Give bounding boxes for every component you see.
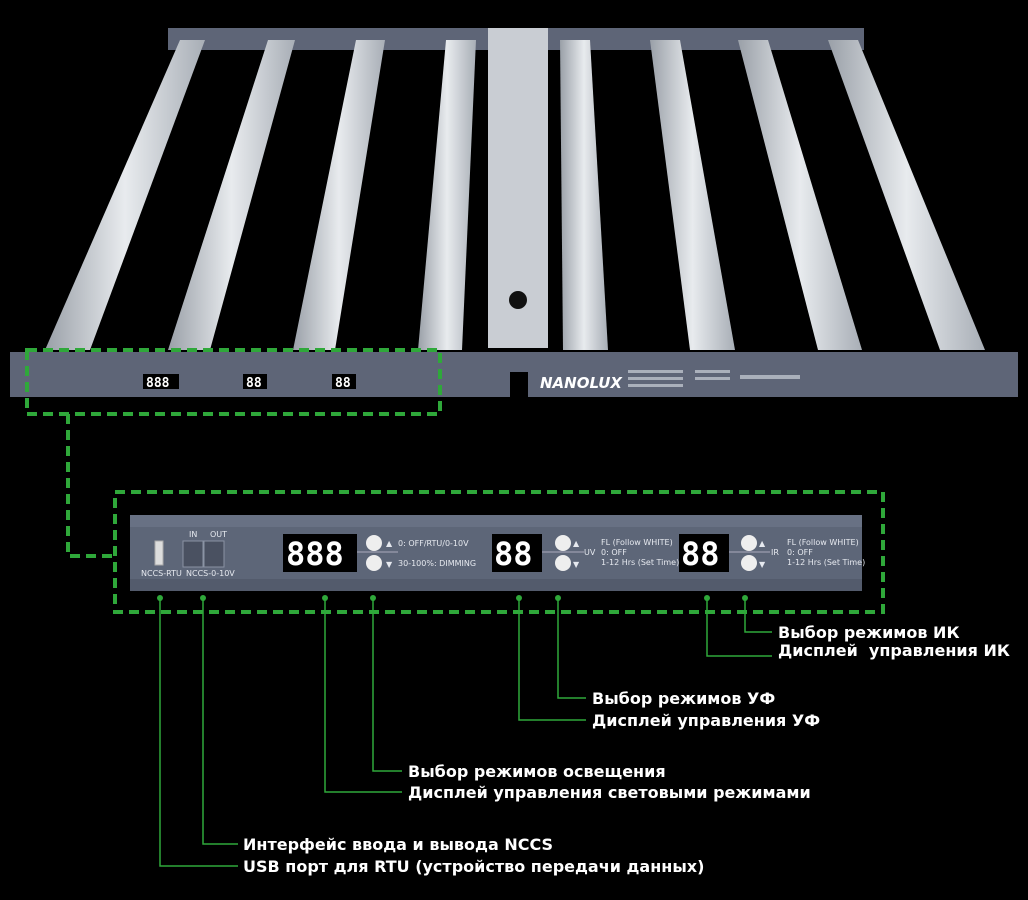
led-bar — [168, 40, 295, 350]
svg-text:888: 888 — [146, 376, 170, 391]
led-bar — [418, 40, 476, 350]
bottom-rail-right — [528, 352, 1018, 397]
callout-uv-select: Выбор режимов УФ — [592, 689, 775, 708]
main-display — [283, 534, 357, 572]
svg-text:▼: ▼ — [573, 560, 580, 569]
led-bars — [45, 40, 985, 350]
ir-display — [679, 534, 729, 572]
svg-text:0: OFF: 0: OFF — [787, 548, 813, 557]
ir-down-button[interactable] — [741, 555, 757, 571]
mini-display-main: 888 — [143, 374, 179, 391]
callout-usb: USB порт для RTU (устройство передачи да… — [243, 857, 704, 876]
main-down-button[interactable] — [366, 555, 382, 571]
svg-text:1-12 Hrs (Set Time): 1-12 Hrs (Set Time) — [787, 558, 865, 567]
uv-display — [492, 534, 542, 572]
nccs-in-port[interactable] — [182, 540, 204, 568]
usb-port[interactable] — [154, 540, 164, 566]
mini-display-uv: 88 — [243, 374, 267, 391]
main-up-button[interactable] — [366, 535, 382, 551]
svg-text:1-12 Hrs (Set Time): 1-12 Hrs (Set Time) — [601, 558, 679, 567]
callout-light-display: Дисплей управления световыми режимами — [408, 783, 811, 802]
svg-text:▲: ▲ — [386, 539, 393, 548]
callout-light-select: Выбор режимов освещения — [408, 762, 666, 781]
svg-text:UV: UV — [584, 548, 596, 557]
svg-text:88: 88 — [335, 376, 351, 391]
svg-text:88: 88 — [246, 376, 262, 391]
svg-text:▼: ▼ — [759, 560, 766, 569]
callout-lines — [159, 598, 772, 867]
callout-ir-display: Дисплей управления ИК — [778, 641, 1010, 660]
led-bar — [45, 40, 205, 350]
led-bar — [650, 40, 735, 350]
ir-up-button[interactable] — [741, 535, 757, 551]
led-bar — [828, 40, 985, 350]
power-connector — [509, 291, 527, 309]
svg-text:88: 88 — [494, 535, 533, 573]
port-out-label: OUT — [210, 530, 227, 539]
svg-text:FL (Follow WHITE): FL (Follow WHITE) — [787, 538, 859, 547]
uv-up-button[interactable] — [555, 535, 571, 551]
svg-text:IR: IR — [771, 548, 779, 557]
led-bar — [293, 40, 385, 350]
svg-text:▼: ▼ — [386, 560, 393, 569]
svg-text:88: 88 — [681, 535, 720, 573]
brand-logo: NANOLUX — [540, 374, 623, 392]
main-mode-dimming: 30-100%: DIMMING — [398, 559, 476, 568]
control-panel: NCCS-RTU IN OUT NCCS-0-10V 888 ▲ ▼ 0: OFF… — [130, 515, 865, 591]
svg-text:888: 888 — [286, 535, 344, 573]
nccs-out-port[interactable] — [203, 540, 225, 568]
svg-text:0: OFF: 0: OFF — [601, 548, 627, 557]
uv-down-button[interactable] — [555, 555, 571, 571]
svg-text:▲: ▲ — [573, 539, 580, 548]
led-bar — [560, 40, 608, 350]
usb-label: NCCS-RTU — [141, 569, 182, 578]
highlight-frame — [25, 348, 885, 614]
callout-ir-select: Выбор режимов ИК — [778, 623, 960, 642]
led-bar — [738, 40, 862, 350]
port-in-label: IN — [189, 530, 197, 539]
callout-uv-display: Дисплей управления УФ — [592, 711, 820, 730]
mini-display-ir: 88 — [332, 374, 356, 391]
svg-text:▲: ▲ — [759, 539, 766, 548]
svg-text:FL (Follow WHITE): FL (Follow WHITE) — [601, 538, 673, 547]
nccs-label: NCCS-0-10V — [186, 569, 235, 578]
main-mode-off: 0: OFF/RTU/0-10V — [398, 539, 469, 548]
callout-nccs: Интерфейс ввода и вывода NCCS — [243, 835, 553, 854]
